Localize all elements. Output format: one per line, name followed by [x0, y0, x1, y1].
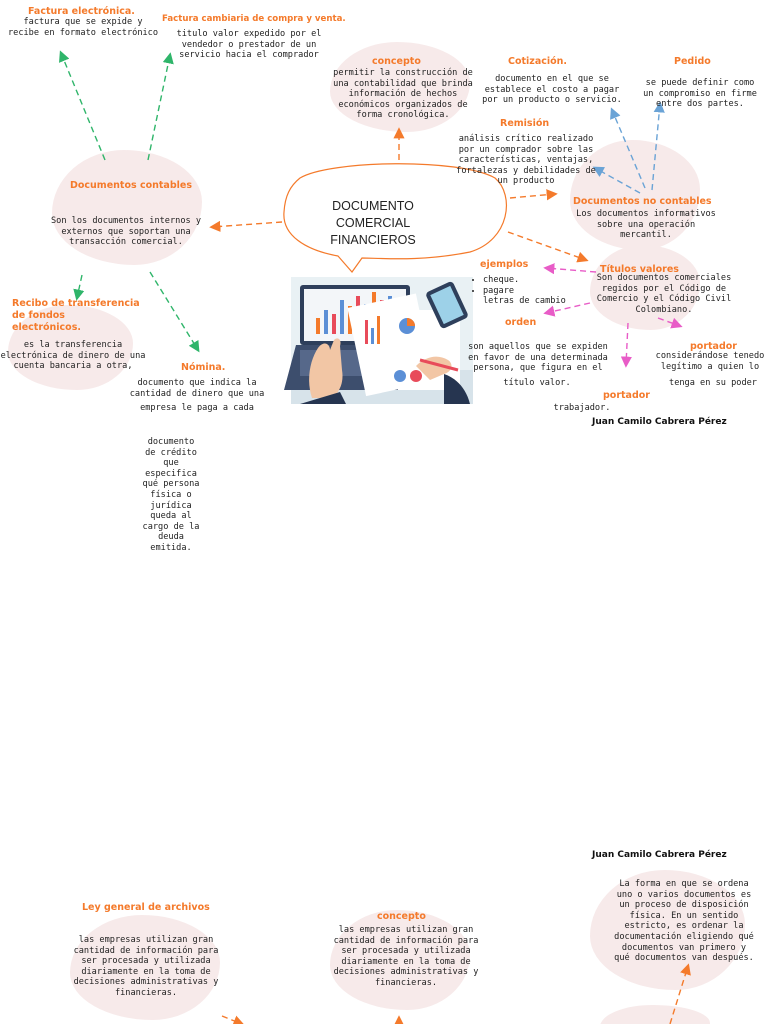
documento-credito-text: documento de crédito que especifica qué …	[142, 437, 200, 553]
titulos-valores-text: Son documentos comerciales regidos por e…	[596, 273, 732, 315]
ejemplo-item: pagare	[483, 286, 566, 297]
remision-text: análisis crítico realizado por un compra…	[456, 134, 596, 187]
portador-mid-text: trabajador.	[553, 403, 611, 413]
factura-electronica-text: factura que se expide y recibe en format…	[7, 17, 159, 38]
titulos-valores-title: Títulos valores	[600, 264, 679, 275]
blob-documentos-contables	[52, 150, 202, 265]
ejemplo-item: letras de cambio	[483, 296, 566, 307]
remision-title: Remisión	[500, 118, 550, 129]
ejemplos-list: cheque. pagare letras de cambio	[471, 275, 566, 307]
blob-recibo	[8, 305, 133, 390]
author-name-bottom: Juan Camilo Cabrera Pérez	[592, 850, 727, 860]
blob-concepto-top	[330, 42, 470, 132]
concepto-bottom-text: las empresas utilizan gran cantidad de i…	[333, 925, 479, 988]
blob-ordenar-lower	[600, 1005, 710, 1024]
portador-mid-title: portador	[603, 390, 650, 401]
recibo-title: Recibo de transferencia de fondos electr…	[12, 298, 140, 333]
portador-right-text-2: tenga en su poder	[669, 378, 757, 388]
ordenar-text: La forma en que se ordena uno o varios d…	[614, 879, 754, 964]
nomina-text: documento que indica la cantidad de dine…	[129, 378, 265, 399]
concepto-bottom-title: concepto	[377, 911, 426, 922]
orden-text-2: título valor.	[503, 378, 571, 388]
ejemplos-title: ejemplos	[480, 259, 529, 270]
ley-general-text: las empresas utilizan gran cantidad de i…	[73, 935, 219, 998]
blob-concepto-bottom	[330, 910, 470, 1010]
nomina-title: Nómina.	[181, 362, 226, 373]
author-name-top: Juan Camilo Cabrera Pérez	[592, 417, 727, 427]
pedido-text: se puede definir como un compromiso en f…	[643, 78, 757, 110]
portador-right-text: considerándose tenedo legítimo a quien l…	[655, 351, 765, 372]
center-title: DOCUMENTO COMERCIAL FINANCIEROS	[330, 199, 416, 247]
documentos-no-contables-title: Documentos no contables	[573, 196, 712, 207]
documentos-no-contables-text: Los documentos informativos sobre una op…	[576, 209, 716, 241]
ley-general-title: Ley general de archivos	[82, 902, 210, 913]
cotizacion-title: Cotización.	[508, 56, 568, 67]
documentos-contables-text: Son los documentos internos y externos q…	[50, 216, 202, 248]
factura-cambiaria-title: Factura cambiaria de compra y venta.	[162, 14, 346, 24]
factura-electronica-title: Factura electrónica.	[28, 6, 135, 17]
documentos-contables-title: Documentos contables	[70, 180, 192, 191]
portador-right-title: portador	[690, 341, 737, 352]
orden-text: son aquellos que se expiden en favor de …	[468, 342, 608, 374]
cotizacion-text: documento en el que se establece el cost…	[482, 74, 622, 106]
blob-ley-general	[70, 915, 220, 1020]
nomina-text-2: empresa le paga a cada	[140, 403, 254, 413]
blob-titulos-valores	[590, 245, 700, 330]
ejemplo-item: cheque.	[483, 275, 566, 286]
center-speech-bubble	[283, 163, 508, 273]
orden-title: orden	[505, 317, 537, 328]
pedido-title: Pedido	[674, 56, 711, 67]
finance-illustration	[284, 277, 473, 404]
factura-cambiaria-text: titulo valor expedido por el vendedor o …	[176, 29, 322, 61]
blob-ordenar	[590, 870, 745, 990]
recibo-text: es la transferencia electrónica de diner…	[0, 340, 146, 372]
concepto-top-title: concepto	[372, 56, 421, 67]
concepto-top-text: permitir la construcción de una contabil…	[333, 68, 473, 121]
blob-documentos-no-contables	[570, 140, 700, 250]
